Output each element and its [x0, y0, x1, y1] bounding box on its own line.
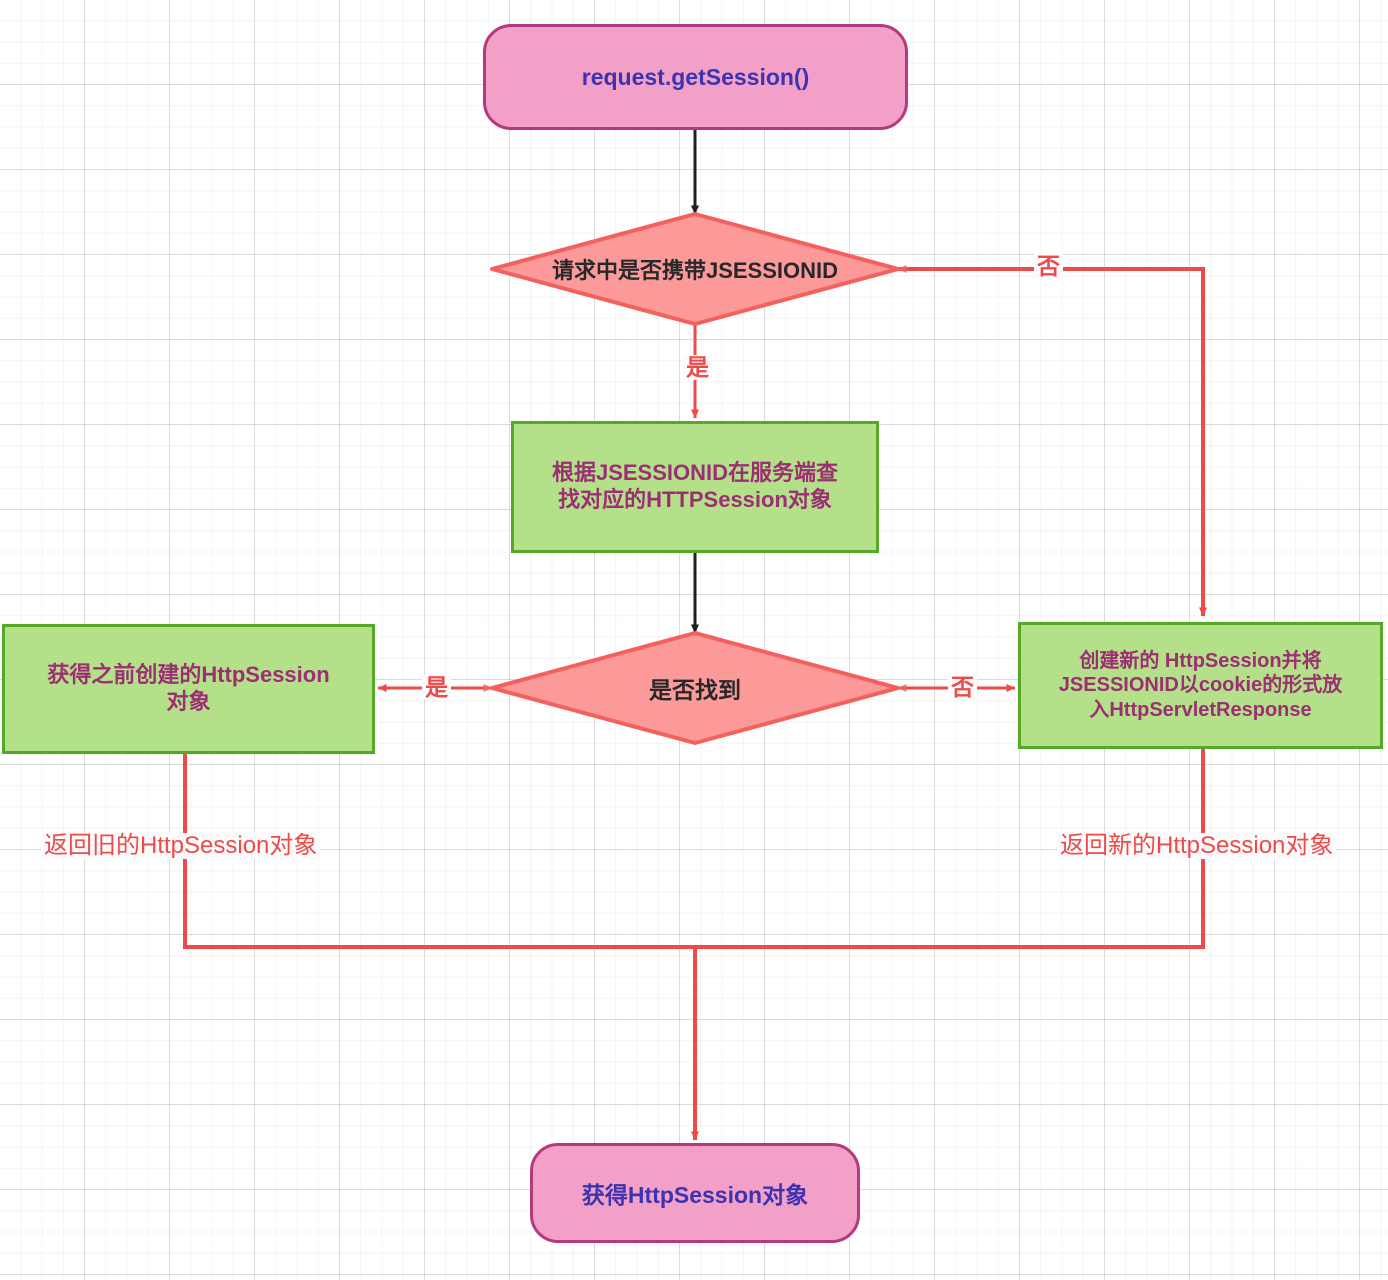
node-end[interactable]: 获得HttpSession对象	[530, 1143, 860, 1243]
edge-new-session-to-end	[695, 749, 1205, 949]
edge-label-decision1-yes: 是	[683, 355, 712, 380]
node-decision-found[interactable]: 是否找到	[492, 633, 898, 743]
decision-has-jsessionid-shape	[490, 212, 900, 326]
node-process-old-session-line1: 获得之前创建的HttpSession	[47, 662, 330, 688]
edge-old-session-to-end	[183, 754, 695, 949]
node-process-new-session-line2: JSESSIONID以cookie的形式放	[1058, 674, 1343, 697]
edge-label-return-new: 返回新的HttpSession对象	[1057, 833, 1337, 859]
node-process-lookup-line2: 找对应的HTTPSession对象	[558, 487, 832, 512]
node-start[interactable]: request.getSession()	[483, 24, 908, 130]
node-decision-has-jsessionid[interactable]: 请求中是否携带JSESSIONID	[492, 214, 898, 324]
edge-label-decision2-yes: 是	[422, 675, 451, 700]
node-process-old-session[interactable]: 获得之前创建的HttpSession 对象	[2, 624, 375, 754]
node-decision-found-label: 是否找到	[649, 677, 741, 703]
edge-label-decision2-no: 否	[948, 675, 977, 700]
node-process-lookup[interactable]: 根据JSESSIONID在服务端查 找对应的HTTPSession对象	[511, 421, 879, 553]
node-end-label: 获得HttpSession对象	[581, 1182, 809, 1208]
edge-label-decision1-no: 否	[1034, 254, 1063, 279]
node-process-old-session-line2: 对象	[166, 689, 211, 714]
node-start-label: request.getSession()	[581, 63, 810, 90]
node-decision-has-jsessionid-label: 请求中是否携带JSESSIONID	[551, 258, 839, 283]
node-process-lookup-line1: 根据JSESSIONID在服务端查	[551, 460, 839, 486]
node-process-new-session-line1: 创建新的 HttpSession并将	[1079, 649, 1322, 672]
node-process-new-session[interactable]: 创建新的 HttpSession并将 JSESSIONID以cookie的形式放…	[1018, 622, 1383, 749]
node-process-new-session-line3: 入HttpServletResponse	[1089, 698, 1312, 721]
decision-found-shape	[490, 631, 900, 745]
edge-label-return-old: 返回旧的HttpSession对象	[41, 833, 321, 859]
edge-decision1-no-to-new-session	[897, 265, 1207, 617]
